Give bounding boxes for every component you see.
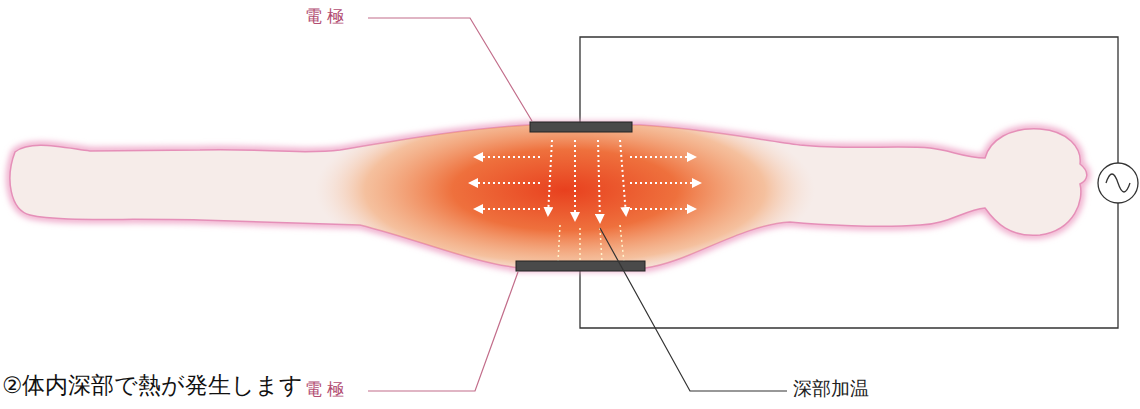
caption-note: ②体内深部で熱が発生します <box>2 372 303 399</box>
heat-arrows <box>470 140 700 222</box>
deep-heating-label: 深部加温 <box>793 377 869 400</box>
electrode-label: 電 極 <box>305 6 344 26</box>
heat-streams <box>558 225 624 262</box>
leader-line <box>368 18 787 391</box>
electrode-label: 電 極 <box>305 379 344 399</box>
body-silhouette <box>10 100 1087 280</box>
electrode-plate <box>530 122 632 132</box>
ac-source <box>1098 163 1138 203</box>
electrode-plate <box>516 261 645 271</box>
